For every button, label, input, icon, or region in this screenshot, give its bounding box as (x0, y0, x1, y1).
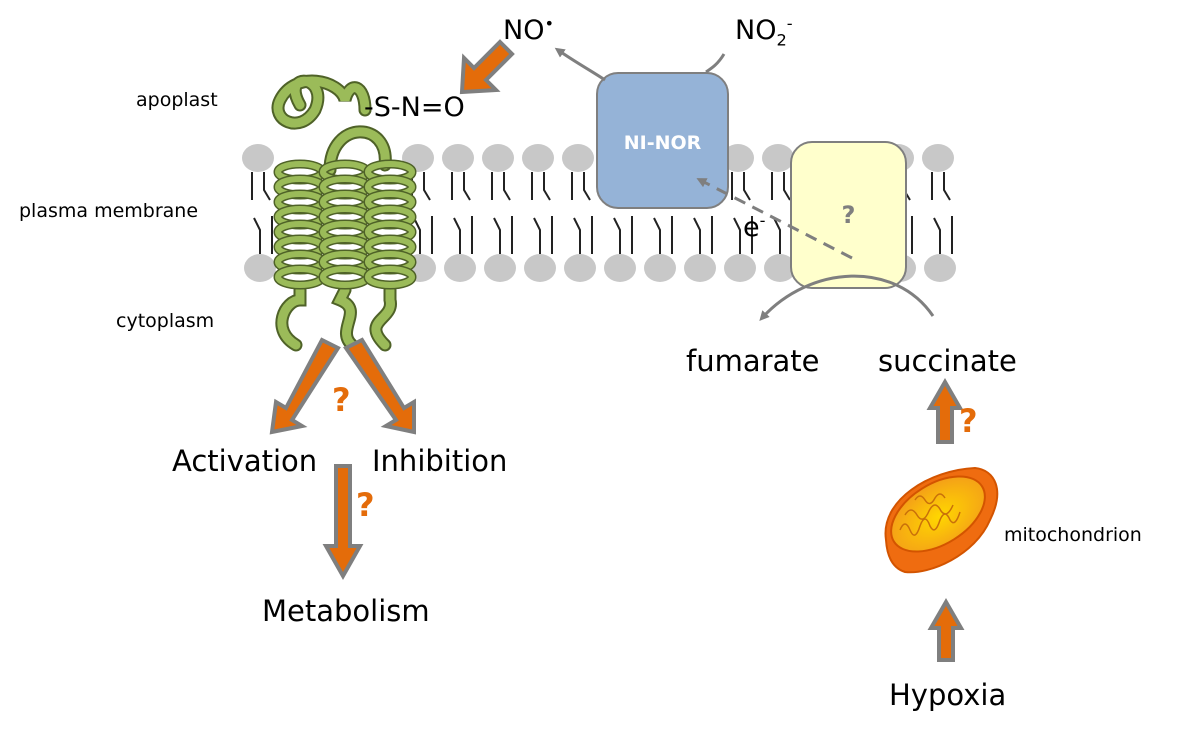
phospholipid (722, 144, 756, 282)
transmembrane-helices (273, 159, 417, 290)
phospholipid (242, 144, 276, 282)
metabolism-label: Metabolism (262, 594, 430, 628)
no-output-arrow (554, 47, 606, 82)
nitric-oxide-radical-label: NO• (503, 14, 555, 46)
nitric-oxide-text: NO (503, 15, 545, 46)
phospholipid (482, 144, 516, 282)
phospholipid (522, 144, 556, 282)
unknown-transporter-label: ? (841, 201, 856, 229)
inhibition-label: Inhibition (372, 444, 508, 478)
mitochondrion-label: mitochondrion (1004, 524, 1142, 546)
electron-label: e- (743, 211, 766, 243)
phospholipid (762, 144, 796, 282)
nitrite-subscript: 2 (776, 30, 787, 50)
mitochondrion-icon (884, 466, 999, 574)
plasma-membrane-label: plasma membrane (19, 200, 199, 222)
cytoplasm-label: cytoplasm (116, 310, 215, 332)
branch-uncertainty-mark: ? (332, 381, 351, 419)
hypoxia-label: Hypoxia (889, 678, 1007, 712)
to-activation-arrow (269, 337, 341, 435)
nitrite-text: NO (735, 15, 777, 46)
electron-transfer-dashed-arrow (696, 178, 853, 260)
unknown-succinate-dehydrogenase-box: ? (790, 141, 907, 289)
s-nitrosothiol-label: -S-N=O (364, 92, 465, 123)
radical-dot: • (544, 14, 555, 33)
nitrite-charge: - (786, 14, 793, 33)
phospholipid (442, 144, 476, 282)
apoplast-label: apoplast (136, 89, 218, 111)
to-metabolism-arrow (322, 464, 364, 581)
nitrite-label: NO2- (735, 14, 793, 50)
metabolism-uncertainty-mark: ? (356, 486, 375, 524)
ni-nor-label: NI-NOR (623, 132, 702, 154)
succinate-label: succinate (878, 344, 1017, 378)
fumarate-label: fumarate (686, 344, 820, 378)
activation-label: Activation (172, 444, 318, 478)
no-to-sno-arrow (459, 39, 515, 95)
succinate-uncertainty-mark: ? (959, 402, 978, 440)
phospholipid (922, 144, 956, 282)
to-succinate-arrow (926, 377, 964, 444)
nitrite-input-curve (705, 53, 726, 74)
phospholipid (562, 144, 596, 282)
electron-text: e (743, 212, 760, 243)
to-inhibition-arrow (343, 337, 416, 435)
hypoxia-to-mitochondrion-arrow (927, 597, 965, 662)
electron-charge: - (759, 211, 766, 230)
succinate-to-fumarate-arrow (759, 274, 935, 321)
